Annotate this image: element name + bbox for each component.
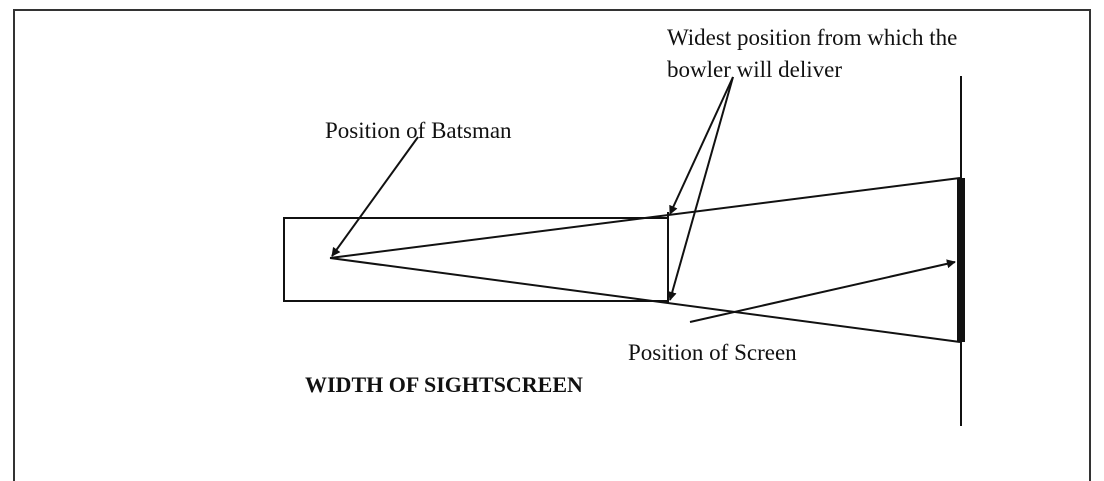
sight-line-upper	[329, 177, 961, 259]
batsman-position-label: Position of Batsman	[325, 118, 512, 143]
diagram-title: WIDTH OF SIGHTSCREEN	[305, 372, 583, 397]
sightscreen-bar	[957, 178, 965, 342]
widest-position-label-line1: Widest position from which the	[667, 25, 957, 50]
widest-position-label-line2: bowler will deliver	[667, 57, 842, 82]
screen-arrow	[689, 259, 956, 323]
widest-arrow-top	[669, 76, 734, 215]
figure-frame	[13, 9, 1091, 481]
widest-arrow-bottom	[667, 76, 734, 301]
screen-position-label: Position of Screen	[628, 340, 797, 365]
batsman-arrow	[331, 136, 419, 257]
sight-line-lower	[329, 257, 961, 343]
